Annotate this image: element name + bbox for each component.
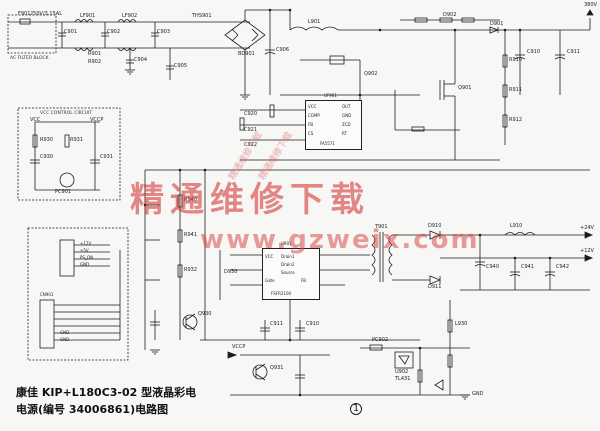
component-label: BD901: [238, 51, 255, 57]
component-label: GND: [472, 391, 484, 397]
component-label: C903: [157, 29, 171, 35]
ic-pin: OUT: [342, 104, 351, 109]
component-label: C931: [100, 154, 114, 160]
ic-name: U901: [281, 241, 292, 246]
connector-pin: PS_ON: [80, 255, 94, 260]
connector-pin: +5V: [80, 248, 89, 253]
component-label: L901: [308, 19, 321, 25]
component-label: C920: [244, 111, 258, 117]
component-label: THS901: [192, 13, 212, 19]
pwm-controller-ic: U901 FSFR2100 Drain1 Drain2 Source Gate …: [262, 241, 320, 300]
component-label: R930: [40, 137, 54, 143]
ac-filter-block-label: AC FILTER BLOCK: [10, 56, 49, 61]
component-label: C930: [40, 154, 54, 160]
component-label: D910: [428, 223, 442, 229]
component-label: L930: [455, 321, 468, 327]
component-label: U902: [395, 369, 409, 375]
component-label: C942: [556, 264, 570, 270]
ic-pin: VCC: [265, 254, 274, 259]
ic-pin: FB: [301, 278, 307, 283]
ic-pin: Gate: [265, 278, 275, 283]
ic-part: FA5571: [320, 141, 335, 146]
component-label: Q902: [364, 71, 378, 77]
vcc-control-block-label: VCC CONTROL CIRCUIT: [40, 111, 93, 116]
pfc-controller-ic: UF901 FA5571 VCC COMP FB CS OUT GND ZCD …: [305, 93, 362, 150]
diagram-title-line2: 电源(编号 34006861)电路图: [16, 403, 169, 416]
component-label: C904: [134, 57, 148, 63]
ic-pin: Drain2: [281, 262, 295, 267]
watermark-text: 精通维修下载: [130, 180, 370, 220]
component-label: C905: [174, 63, 188, 69]
component-label: R932: [184, 267, 198, 273]
component-label: T901: [375, 224, 388, 230]
vcc-control-frame: [17, 107, 121, 201]
component-label: LF902: [122, 13, 138, 19]
component-label: +12V: [580, 248, 594, 254]
component-label: Q901: [458, 85, 472, 91]
connector-pin: GND: [60, 330, 70, 335]
connector-frame: [27, 227, 129, 361]
ic-pin: FB: [308, 122, 314, 127]
component-label: R941: [184, 232, 198, 238]
component-label: 250V/3.15AL: [30, 11, 62, 17]
ac-input-frame: [7, 14, 57, 54]
component-label: LF901: [80, 13, 96, 19]
component-label: 380V: [584, 2, 597, 8]
component-label: VCCP: [232, 344, 246, 350]
component-label: Q930: [198, 311, 212, 317]
component-label: D930: [224, 269, 238, 275]
component-label: C911: [270, 321, 284, 327]
ic-pin: ZCD: [342, 122, 351, 127]
component-label: VCC: [30, 117, 41, 123]
component-label: R912: [509, 117, 523, 123]
component-label: C901: [64, 29, 78, 35]
connector-pin: GND: [80, 262, 90, 267]
component-label: R902: [88, 59, 102, 65]
component-label: C940: [486, 264, 500, 270]
component-label: C906: [276, 47, 290, 53]
component-label: D901: [490, 21, 504, 27]
ic-pin: Drain1: [281, 254, 295, 259]
component-label: R901: [88, 51, 102, 57]
component-label: R931: [70, 137, 84, 143]
component-label: C921: [244, 127, 258, 133]
page-number: 1: [350, 403, 362, 415]
ic-pin: VCC: [308, 104, 317, 109]
ic-pin: COMP: [308, 113, 320, 118]
component-label: D911: [428, 284, 442, 290]
connector-name: CN901: [40, 292, 54, 297]
diagram-title-line1: 康佳 KIP+L180C3-02 型液晶彩电: [16, 386, 197, 399]
component-label: PC902: [372, 337, 389, 343]
component-label: D902: [443, 12, 457, 18]
component-label: L910: [510, 223, 523, 229]
ic-pin: CS: [308, 131, 314, 136]
component-label: C911: [567, 49, 581, 55]
component-label: PC901: [55, 189, 72, 195]
component-label: R910: [509, 57, 523, 63]
ic-pin: RT: [342, 131, 347, 136]
component-label: VCCP: [90, 117, 104, 123]
watermark-url: www.gzweix.com: [200, 225, 480, 255]
component-label: R911: [509, 87, 523, 93]
connector-pin: GND: [60, 337, 70, 342]
ic-pin: Source: [281, 270, 295, 275]
connector-pin: +12V: [80, 241, 92, 246]
component-label: C941: [521, 264, 535, 270]
ic-pin: GND: [342, 113, 352, 118]
ic-name: UF901: [324, 93, 337, 98]
component-label: C922: [244, 142, 258, 148]
component-label: TL431: [395, 376, 411, 382]
component-label: C910: [527, 49, 541, 55]
component-label: Q931: [270, 365, 284, 371]
component-label: C910: [306, 321, 320, 327]
component-label: C902: [107, 29, 121, 35]
component-label: +24V: [580, 225, 594, 231]
component-label: F901: [18, 11, 31, 17]
component-label: R940: [184, 197, 198, 203]
ic-part: FSFR2100: [271, 291, 292, 296]
